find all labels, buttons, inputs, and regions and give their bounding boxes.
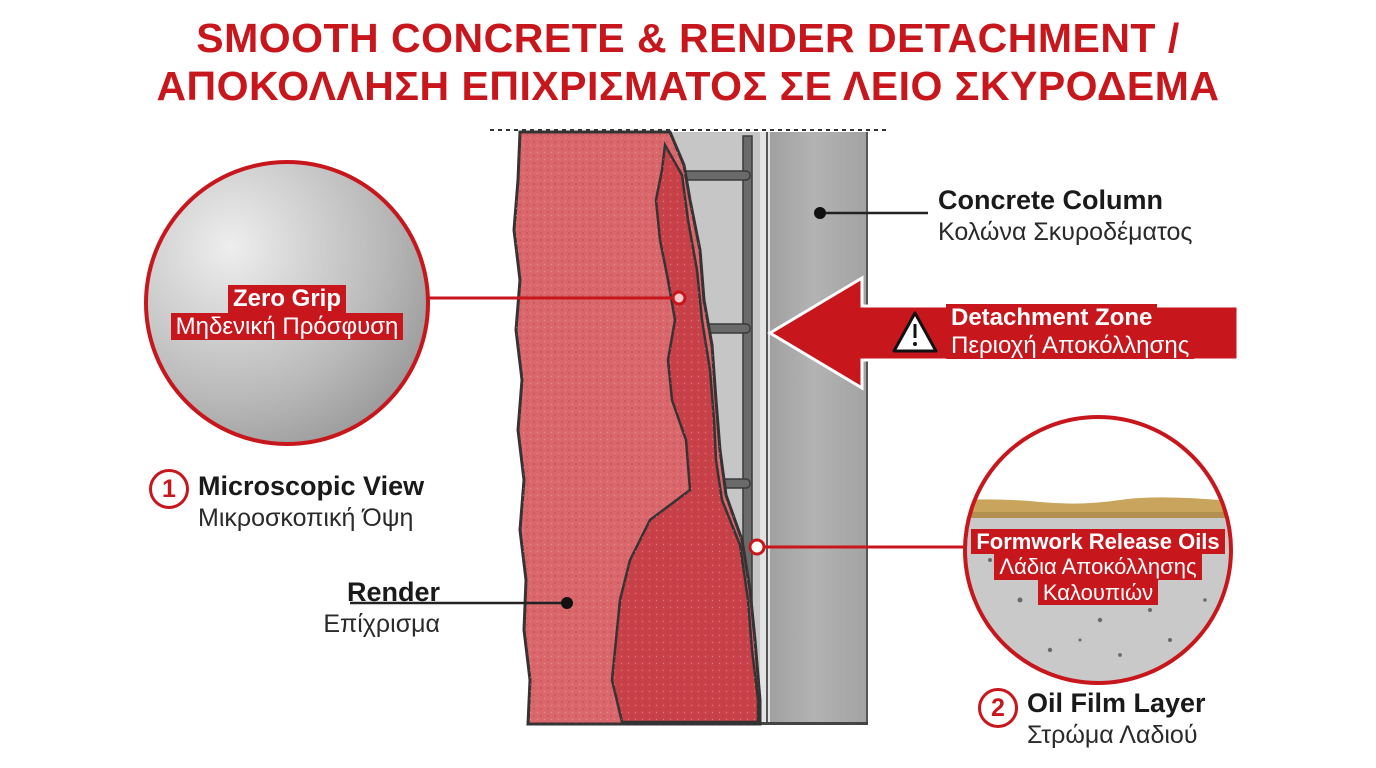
oil-film-label: Oil Film Layer Στρώμα Λαδιού bbox=[1027, 687, 1206, 750]
detachment-zone-en: Detachment Zone bbox=[946, 304, 1158, 332]
zero-grip-en: Zero Grip bbox=[227, 285, 346, 313]
number-badge-1: 1 bbox=[149, 469, 189, 509]
release-oils-en: Formwork Release Oils bbox=[971, 529, 1225, 555]
zero-grip-marker bbox=[671, 290, 687, 306]
release-oils-gr1: Λάδια Αποκόλλησης bbox=[994, 554, 1202, 580]
concrete-marker bbox=[814, 207, 826, 219]
concrete-column-label: Concrete Column Κολώνα Σκυροδέματος bbox=[938, 184, 1192, 247]
oil-film-en: Oil Film Layer bbox=[1027, 688, 1206, 718]
detachment-zone-gr: Περιοχή Αποκόλλησης bbox=[946, 331, 1195, 360]
render-gr: Επίχρισμα bbox=[323, 609, 440, 638]
title-line-1: SMOOTH CONCRETE & RENDER DETACHMENT / bbox=[196, 15, 1180, 61]
release-oils-label: Formwork Release Oils Λάδια Αποκόλλησης … bbox=[958, 529, 1238, 605]
number-badge-2: 2 bbox=[978, 688, 1018, 728]
render-en: Render bbox=[346, 577, 440, 607]
oil-marker bbox=[748, 538, 766, 556]
render-layer bbox=[512, 130, 762, 726]
microscopic-view-en: Microscopic View bbox=[198, 471, 425, 501]
render-label: Render Επίχρισμα bbox=[240, 576, 440, 639]
concrete-column-gr: Κολώνα Σκυροδέματος bbox=[938, 217, 1193, 246]
title-line-2: ΑΠΟΚΟΛΛΗΣΗ ΕΠΙΧΡΙΣΜΑΤΟΣ ΣΕ ΛΕΙΟ ΣΚΥΡΟΔΕΜ… bbox=[156, 63, 1220, 109]
microscopic-view-gr: Μικροσκοπική Όψη bbox=[198, 503, 414, 532]
release-oils-gr2: Καλουπιών bbox=[1037, 579, 1159, 605]
render-marker bbox=[561, 597, 573, 609]
zero-grip-gr: Μηδενική Πρόσφυση bbox=[170, 312, 404, 341]
detachment-zone-label: Detachment Zone Περιοχή Αποκόλλησης bbox=[946, 304, 1195, 360]
zero-grip-label: Zero Grip Μηδενική Πρόσφυση bbox=[142, 285, 432, 341]
oil-film-gr: Στρώμα Λαδιού bbox=[1027, 720, 1198, 749]
microscopic-view-label: Microscopic View Μικροσκοπική Όψη bbox=[198, 470, 424, 533]
warning-icon bbox=[892, 311, 938, 353]
concrete-column-en: Concrete Column bbox=[938, 185, 1164, 215]
